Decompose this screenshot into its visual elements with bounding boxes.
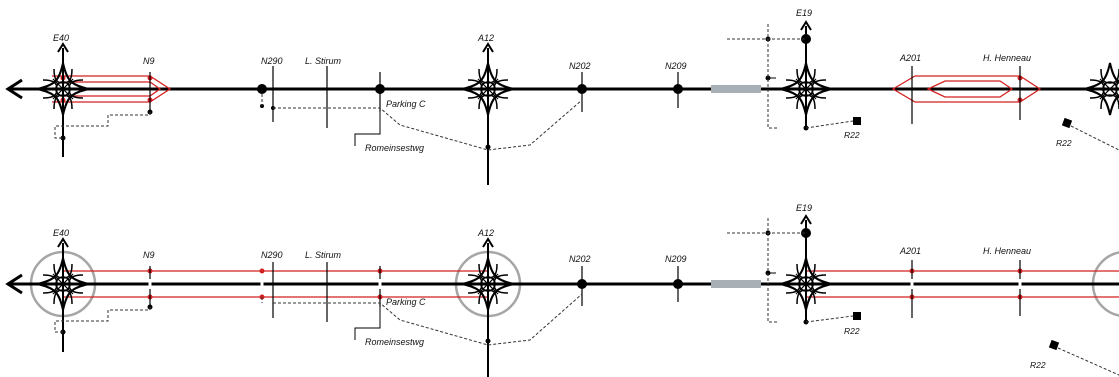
label-n290: N290 <box>261 56 283 66</box>
up-arrow-icon <box>800 20 812 31</box>
label-r22: R22 <box>1030 360 1046 370</box>
panel-current: E40 N9 N290 L. Stirum A12 N202 N209 E19 … <box>5 8 1119 185</box>
label-n209: N209 <box>665 61 687 71</box>
square-marker-icon <box>853 117 861 125</box>
junction-node-icon <box>375 84 385 94</box>
junction-node-icon <box>673 84 683 94</box>
proposal-parallel-lanes <box>63 270 1119 298</box>
left-arrow-icon <box>5 273 23 295</box>
label-a12: A12 <box>477 33 494 43</box>
junction-node-icon <box>485 144 491 150</box>
label-romeinsestwg: Romeinsestwg <box>365 337 424 347</box>
left-arrow-icon <box>5 78 23 100</box>
junction-node-icon <box>257 84 267 94</box>
label-parking-c: Parking C <box>386 297 426 307</box>
bridge-segment <box>711 280 761 288</box>
label-parking-c: Parking C <box>386 99 426 109</box>
junction-node-icon <box>801 34 811 44</box>
junction-node-icon <box>577 84 587 94</box>
bridge-segment <box>711 85 761 93</box>
romeinsestwg-road <box>354 307 381 340</box>
label-n9: N9 <box>143 250 155 260</box>
square-marker-icon <box>1048 339 1060 351</box>
label-a201: A201 <box>899 53 921 63</box>
label-romeinsestwg: Romeinsestwg <box>365 143 424 153</box>
label-a201: A201 <box>899 246 921 256</box>
connector-paths <box>54 218 1119 376</box>
label-r22: R22 <box>1056 138 1072 148</box>
label-r22: R22 <box>844 130 860 140</box>
junction-node-icon <box>673 279 683 289</box>
up-arrow-icon <box>57 42 69 53</box>
label-h-henneau: H. Henneau <box>983 246 1031 256</box>
connector-paths <box>54 24 1119 151</box>
label-n202: N202 <box>569 254 591 264</box>
junction-node-icon <box>801 228 811 238</box>
label-n209: N209 <box>665 254 687 264</box>
junction-node-icon <box>577 279 587 289</box>
square-marker-icon <box>1061 117 1073 129</box>
panel-proposed: E40 N9 N290 L. Stirum A12 N202 N209 E19 … <box>5 203 1119 377</box>
label-n202: N202 <box>569 61 591 71</box>
label-e19: E19 <box>796 203 812 213</box>
label-n290: N290 <box>261 250 283 260</box>
label-a12: A12 <box>477 228 494 238</box>
label-e40: E40 <box>53 228 69 238</box>
label-l-stirum: L. Stirum <box>305 56 342 66</box>
label-l-stirum: L. Stirum <box>305 250 342 260</box>
up-arrow-icon <box>57 237 69 248</box>
label-r22: R22 <box>844 326 860 336</box>
label-h-henneau: H. Henneau <box>983 53 1031 63</box>
junction-node-icon <box>485 338 491 344</box>
label-e19: E19 <box>796 8 812 18</box>
junction-node-icon <box>60 135 66 141</box>
label-n9: N9 <box>143 56 155 66</box>
proposal-n9-lanes <box>52 75 172 103</box>
label-e40: E40 <box>53 33 69 43</box>
square-marker-icon <box>853 312 861 320</box>
up-arrow-icon <box>482 42 494 53</box>
up-arrow-icon <box>482 237 494 248</box>
up-arrow-icon <box>800 214 812 225</box>
romeinsestwg-road <box>354 112 381 146</box>
